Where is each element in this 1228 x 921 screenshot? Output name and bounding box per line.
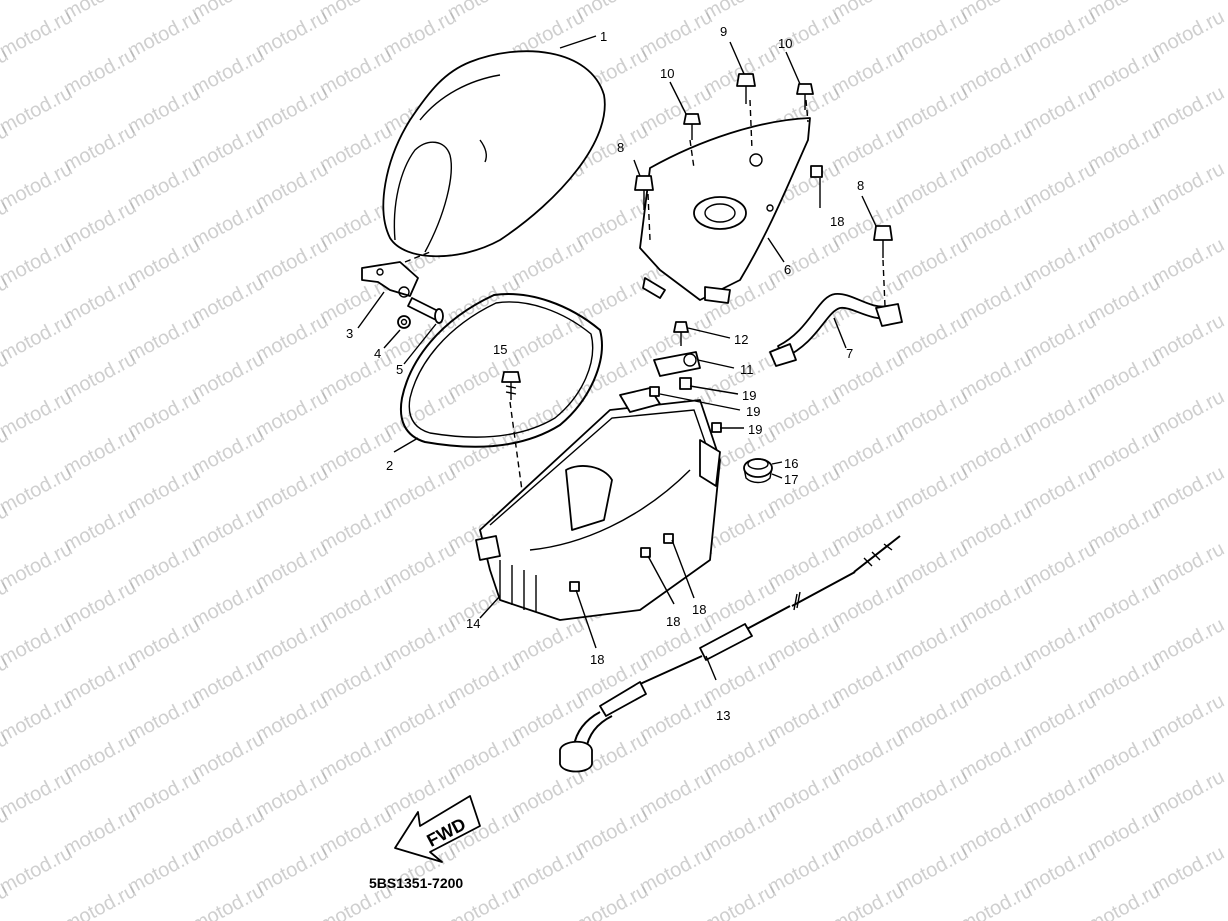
diagram-code: 5BS1351-7200: [369, 875, 463, 891]
storage-box-part: [475, 386, 722, 621]
callout-8a: 8: [617, 140, 624, 155]
callout-11: 11: [740, 362, 754, 377]
strap-7-part: [769, 293, 903, 367]
callout-2: 2: [386, 458, 393, 473]
callout-18d: 18: [590, 652, 604, 667]
callout-18c: 18: [692, 602, 706, 617]
callout-19a: 19: [742, 388, 756, 403]
callout-1: 1: [600, 29, 607, 44]
callout-15: 15: [493, 342, 507, 357]
callout-labels: 1 2 3 4 5 6 7 8 8 9 10 10 11 12 13 14 15…: [346, 24, 864, 723]
clip-18-bracket: [810, 165, 823, 178]
callout-10b: 10: [778, 36, 792, 51]
seat-part: [382, 50, 606, 258]
fwd-arrow: FWD: [394, 795, 481, 863]
callout-13: 13: [716, 708, 730, 723]
callout-17: 17: [784, 472, 798, 487]
grommet-16-17-part: [743, 458, 773, 484]
bracket-6-part: [639, 99, 811, 304]
callout-6: 6: [784, 262, 791, 277]
callout-18a: 18: [830, 214, 844, 229]
latch-11-12-part: [653, 321, 701, 390]
callout-14: 14: [466, 616, 480, 631]
callout-19b: 19: [746, 404, 760, 419]
callout-9: 9: [720, 24, 727, 39]
callout-8b: 8: [857, 178, 864, 193]
callout-5: 5: [396, 362, 403, 377]
callout-4: 4: [374, 346, 381, 361]
callout-10a: 10: [660, 66, 674, 81]
callout-19c: 19: [748, 422, 762, 437]
callout-18b: 18: [666, 614, 680, 629]
callout-3: 3: [346, 326, 353, 341]
bolts-group: [634, 73, 893, 307]
seat-hinge-part: [361, 251, 444, 329]
callout-7: 7: [846, 346, 853, 361]
callout-16: 16: [784, 456, 798, 471]
cable-13-part: [559, 535, 901, 773]
gasket-part: [400, 293, 603, 448]
callout-12: 12: [734, 332, 748, 347]
leader-lines: [357, 35, 877, 681]
